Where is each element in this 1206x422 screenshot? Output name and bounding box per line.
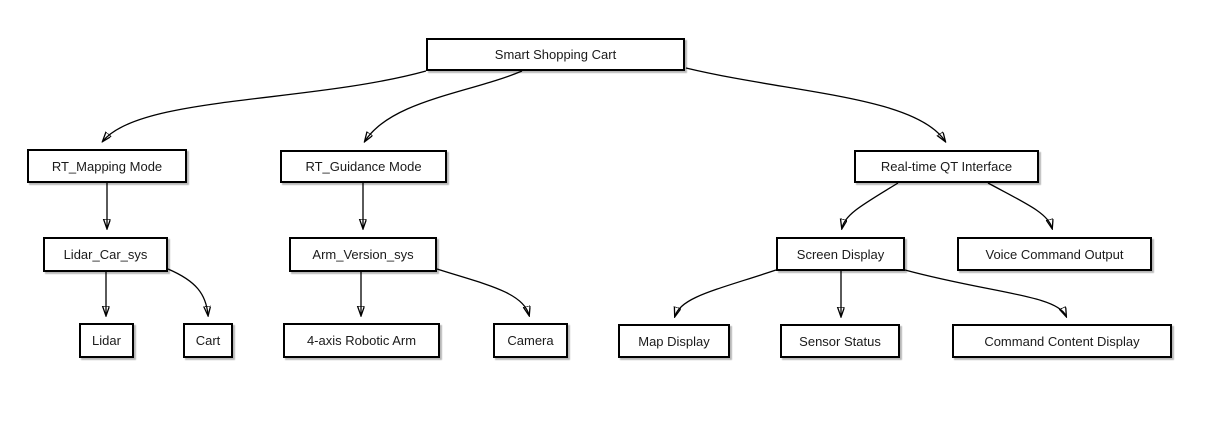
node-label: RT_Guidance Mode — [305, 159, 422, 174]
edge-qt-to-screen-display — [842, 182, 899, 228]
node-cart: Cart — [183, 323, 233, 358]
node-realtime-qt-interface: Real-time QT Interface — [854, 150, 1039, 183]
edge-root-to-guidance-mode — [365, 70, 523, 141]
edge-root-to-qt-interface — [685, 67, 945, 141]
node-rt-guidance-mode: RT_Guidance Mode — [280, 150, 447, 183]
node-smart-shopping-cart: Smart Shopping Cart — [426, 38, 685, 71]
node-label: RT_Mapping Mode — [51, 158, 163, 174]
edge-screen-to-map-display — [675, 269, 777, 316]
node-label: Arm_Version_sys — [312, 247, 414, 262]
edge-lidarcar-to-cart — [167, 268, 208, 315]
node-voice-command-output: Voice Command Output — [957, 237, 1152, 271]
node-label: 4-axis Robotic Arm — [306, 333, 417, 348]
node-label: Real-time QT Interface — [880, 159, 1013, 174]
node-map-display: Map Display — [618, 324, 730, 358]
node-arm-version-sys: Arm_Version_sys — [289, 237, 437, 272]
node-lidar: Lidar — [79, 323, 134, 358]
node-label: Lidar — [92, 333, 121, 348]
node-label: Smart Shopping Cart — [494, 47, 617, 62]
node-sensor-status: Sensor Status — [780, 324, 900, 358]
node-screen-display: Screen Display — [776, 237, 905, 271]
node-lidar-car-sys: Lidar_Car_sys — [43, 237, 168, 272]
edge-armversion-to-camera — [436, 268, 529, 315]
node-label: Camera — [507, 333, 554, 348]
node-label: Screen Display — [796, 246, 885, 262]
node-label: Cart — [195, 333, 221, 348]
node-label: Voice Command Output — [985, 246, 1124, 262]
edge-root-to-mapping-mode — [103, 70, 427, 141]
node-command-content-display: Command Content Display — [952, 324, 1172, 358]
node-label: Sensor Status — [799, 333, 881, 349]
node-rt-mapping-mode: RT_Mapping Mode — [27, 149, 187, 183]
node-label: Lidar_Car_sys — [63, 247, 148, 262]
node-4-axis-robotic-arm: 4-axis Robotic Arm — [283, 323, 440, 358]
node-label: Command Content Display — [984, 333, 1140, 349]
node-camera: Camera — [493, 323, 568, 358]
edge-screen-to-command-display — [904, 269, 1066, 316]
edge-qt-to-voice-output — [987, 182, 1052, 228]
node-label: Map Display — [638, 333, 710, 349]
